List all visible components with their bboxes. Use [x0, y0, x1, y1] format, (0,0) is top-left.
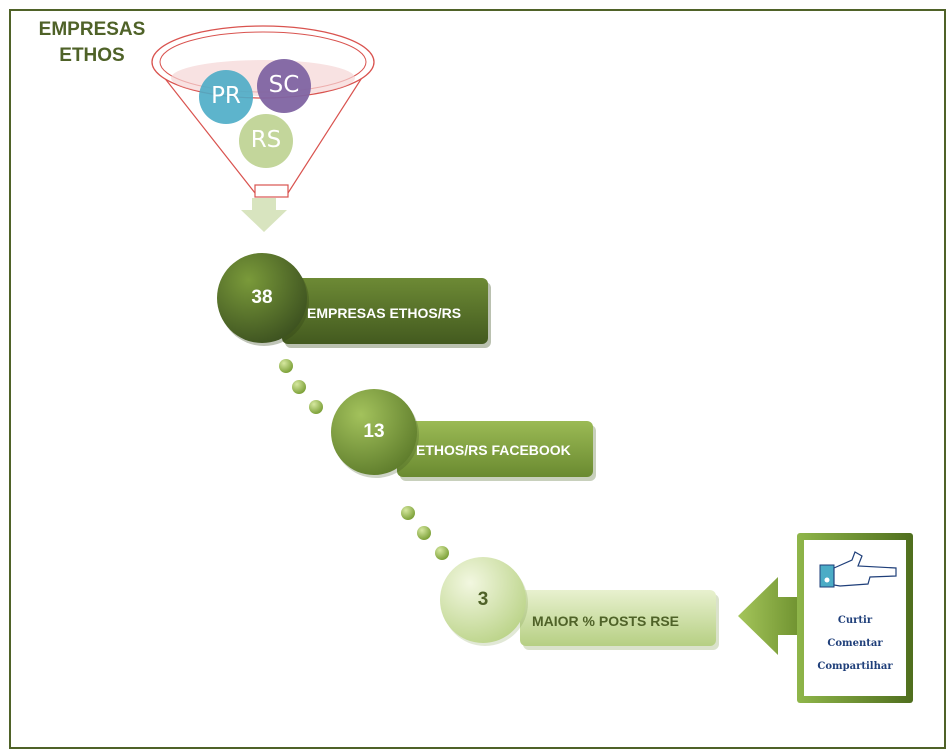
- step-2-circle: [331, 389, 417, 475]
- step-1-label: EMPRESAS ETHOS/RS: [307, 305, 462, 321]
- step-2-number: 13: [363, 421, 385, 442]
- connector-dots-2: [401, 506, 449, 560]
- diagram-title: EMPRESAS ETHOS: [22, 17, 162, 69]
- connector-dots-1: [279, 359, 323, 414]
- step-1-number: 38: [251, 287, 273, 308]
- title-line-2: ETHOS: [59, 45, 125, 66]
- step-1-circle: [217, 253, 307, 343]
- card-action-comentar: Comentar: [827, 638, 883, 649]
- left-arrow-icon: [738, 577, 800, 655]
- step-3-number: 3: [477, 589, 489, 610]
- step-2-bar: [397, 421, 593, 477]
- step-1-bar: [282, 278, 488, 344]
- rs-circle: [239, 114, 293, 168]
- sc-label: SC: [268, 72, 300, 98]
- step-2-label: ETHOS/RS FACEBOOK: [416, 442, 571, 458]
- step-3-label: MAIOR % POSTS RSE: [532, 613, 680, 629]
- funnel-icon: [151, 25, 375, 198]
- pr-label: PR: [211, 83, 241, 109]
- card-action-curtir: Curtir: [837, 615, 873, 626]
- title-line-1: EMPRESAS: [38, 19, 146, 40]
- sc-circle: [257, 59, 311, 113]
- rs-label: RS: [250, 127, 282, 153]
- step-3-circle: [440, 557, 526, 643]
- step-3-bar: [520, 590, 716, 646]
- like-hand-icon: [819, 551, 897, 588]
- pr-circle: [199, 70, 253, 124]
- card-action-compartilhar: Compartilhar: [817, 661, 893, 672]
- down-arrow-icon: [241, 198, 287, 232]
